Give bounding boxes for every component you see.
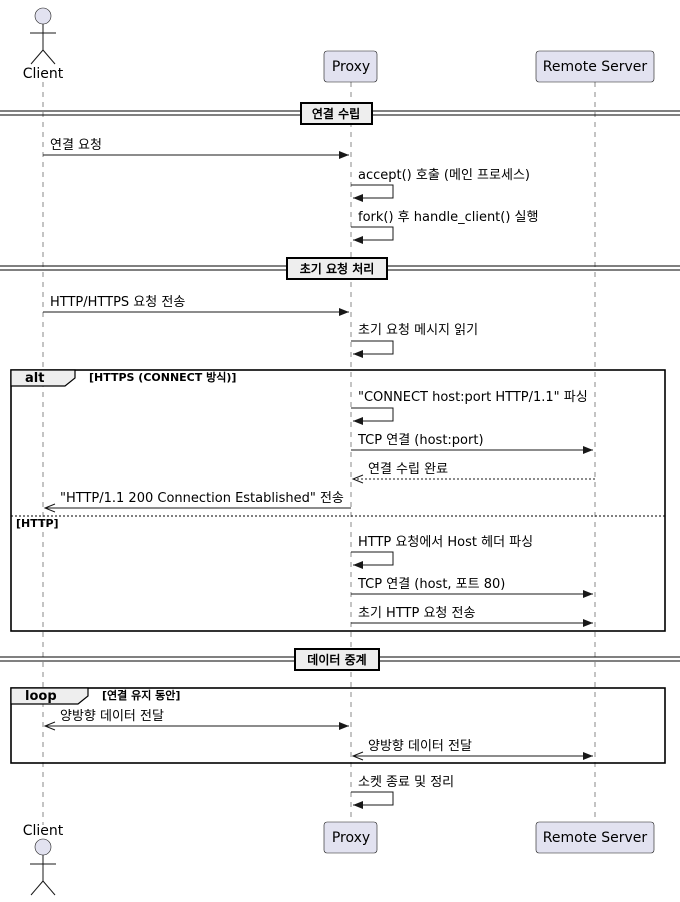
loop-guard: [연결 유지 동안] xyxy=(102,688,180,702)
proxy-box-bottom: Proxy xyxy=(323,821,378,854)
msg-connect-request-label: 연결 요청 xyxy=(50,138,102,153)
section-divider-connect: 연결 수립 xyxy=(0,102,680,125)
msg-bidirectional-client-label: 양방향 데이터 전달 xyxy=(60,709,164,724)
section-divider-initial: 초기 요청 처리 xyxy=(0,257,680,280)
server-label-top: Remote Server xyxy=(543,59,648,75)
msg-tcp-connect-https: TCP 연결 (host:port) xyxy=(351,433,593,454)
msg-tcp-connect-https-label: TCP 연결 (host:port) xyxy=(357,433,484,448)
client-actor-bottom: Client xyxy=(23,823,64,896)
msg-send-request-label: HTTP/HTTPS 요청 전송 xyxy=(50,295,185,310)
proxy-label-bottom: Proxy xyxy=(332,830,370,846)
msg-send-initial-http: 초기 HTTP 요청 전송 xyxy=(351,606,593,627)
msg-send-request: HTTP/HTTPS 요청 전송 xyxy=(43,295,349,316)
alt-guard-http: [HTTP] xyxy=(16,517,59,530)
msg-send-200: "HTTP/1.1 200 Connection Established" 전송 xyxy=(43,491,351,513)
msg-fork: fork() 후 handle_client() 실행 xyxy=(351,209,538,244)
proxy-label-top: Proxy xyxy=(332,59,370,75)
msg-accept: accept() 호출 (메인 프로세스) xyxy=(351,168,530,202)
msg-read-initial: 초기 요청 메시지 읽기 xyxy=(351,323,478,358)
msg-connection-done: 연결 수립 완료 xyxy=(351,462,595,484)
msg-read-initial-label: 초기 요청 메시지 읽기 xyxy=(358,323,478,338)
msg-parse-host-label: HTTP 요청에서 Host 헤더 파싱 xyxy=(358,535,533,550)
msg-bidirectional-server: 양방향 데이터 전달 xyxy=(351,739,593,761)
msg-connect-request: 연결 요청 xyxy=(43,138,349,159)
client-actor-top: Client xyxy=(23,7,64,82)
section-title-initial: 초기 요청 처리 xyxy=(300,261,375,276)
msg-bidirectional-client: 양방향 데이터 전달 xyxy=(43,709,349,731)
client-label-top: Client xyxy=(23,66,64,82)
msg-send-initial-http-label: 초기 HTTP 요청 전송 xyxy=(358,606,475,621)
msg-parse-host: HTTP 요청에서 Host 헤더 파싱 xyxy=(351,535,533,569)
loop-keyword: loop xyxy=(25,689,57,704)
msg-close-socket-label: 소켓 종료 및 정리 xyxy=(358,775,454,790)
client-label-bottom: Client xyxy=(23,823,64,839)
msg-connection-done-label: 연결 수립 완료 xyxy=(368,462,448,477)
server-box-bottom: Remote Server xyxy=(535,821,655,854)
msg-fork-label: fork() 후 handle_client() 실행 xyxy=(358,209,538,225)
proxy-box-top: Proxy xyxy=(323,50,378,83)
msg-send-200-label: "HTTP/1.1 200 Connection Established" 전송 xyxy=(60,491,344,506)
alt-frame: alt [HTTPS (CONNECT 방식)] [HTTP] xyxy=(10,369,666,632)
msg-close-socket: 소켓 종료 및 정리 xyxy=(351,775,454,809)
loop-frame: loop [연결 유지 동안] xyxy=(10,687,666,764)
section-divider-relay: 데이터 중계 xyxy=(0,648,680,671)
alt-guard-https: [HTTPS (CONNECT 방식)] xyxy=(89,370,236,384)
msg-tcp-connect-http-label: TCP 연결 (host, 포트 80) xyxy=(357,577,505,592)
msg-parse-connect-label: "CONNECT host:port HTTP/1.1" 파싱 xyxy=(358,390,588,405)
msg-bidirectional-server-label: 양방향 데이터 전달 xyxy=(368,739,472,754)
server-label-bottom: Remote Server xyxy=(543,830,648,846)
msg-parse-connect: "CONNECT host:port HTTP/1.1" 파싱 xyxy=(351,390,588,425)
msg-tcp-connect-http: TCP 연결 (host, 포트 80) xyxy=(351,577,593,598)
section-title-relay: 데이터 중계 xyxy=(307,652,366,667)
msg-accept-label: accept() 호출 (메인 프로세스) xyxy=(358,168,530,183)
alt-keyword: alt xyxy=(25,371,44,386)
server-box-top: Remote Server xyxy=(535,50,655,83)
section-title-connect: 연결 수립 xyxy=(312,106,360,121)
